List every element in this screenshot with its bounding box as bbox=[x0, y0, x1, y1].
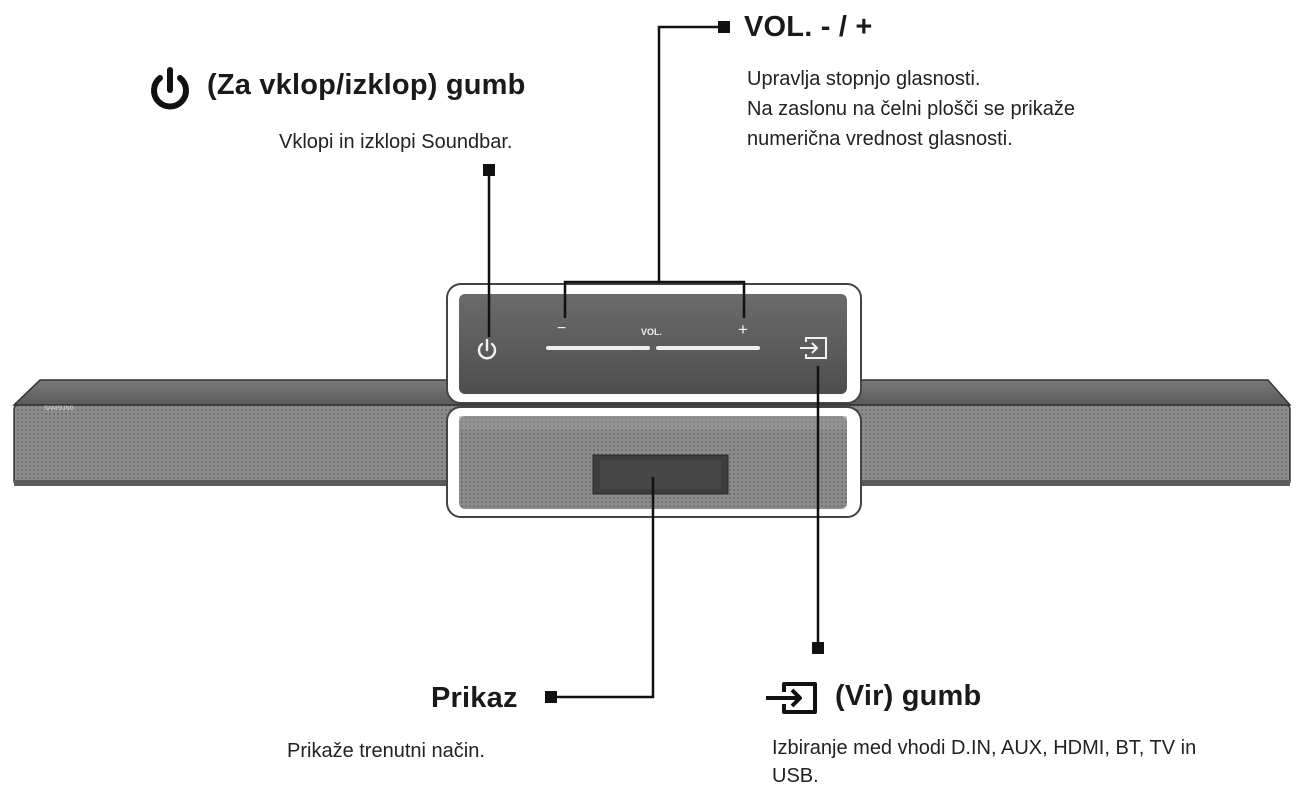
source-heading: (Vir) gumb bbox=[835, 680, 982, 712]
source-description-line: USB. bbox=[772, 765, 819, 787]
display-heading: Prikaz bbox=[431, 682, 518, 714]
panel-power-icon[interactable] bbox=[477, 338, 497, 360]
panel-vol-label: VOL. bbox=[641, 327, 663, 337]
volume-description-line: Na zaslonu na čelni plošči se prikaže bbox=[747, 98, 1075, 120]
source-input-icon bbox=[766, 682, 817, 714]
display-description: Prikaže trenutni način. bbox=[287, 740, 485, 762]
brand-label: SAMSUNG bbox=[44, 406, 75, 412]
power-description: Vklopi in izklopi Soundbar. bbox=[279, 131, 513, 153]
panel-source-icon[interactable] bbox=[800, 337, 827, 359]
source-description-line: Izbiranje med vhodi D.IN, AUX, HDMI, BT,… bbox=[772, 737, 1197, 759]
panel-minus-label: − bbox=[557, 320, 567, 337]
volume-heading: VOL. - / + bbox=[744, 11, 873, 43]
volume-description-line: Upravlja stopnjo glasnosti. bbox=[747, 68, 981, 90]
volume-description-line: numerična vrednost glasnosti. bbox=[747, 128, 1013, 150]
leader-markers bbox=[483, 21, 824, 703]
power-icon bbox=[151, 67, 189, 110]
volume-description: Upravlja stopnjo glasnosti. Na zaslonu n… bbox=[747, 64, 1267, 154]
panel-volume-slider[interactable] bbox=[546, 346, 760, 350]
source-description: Izbiranje med vhodi D.IN, AUX, HDMI, BT,… bbox=[772, 734, 1292, 790]
control-panel-callout bbox=[446, 283, 862, 404]
power-heading: (Za vklop/izklop) gumb bbox=[207, 69, 526, 101]
display-callout bbox=[446, 406, 862, 518]
panel-plus-label: + bbox=[738, 320, 748, 339]
leader-lines bbox=[487, 25, 820, 699]
